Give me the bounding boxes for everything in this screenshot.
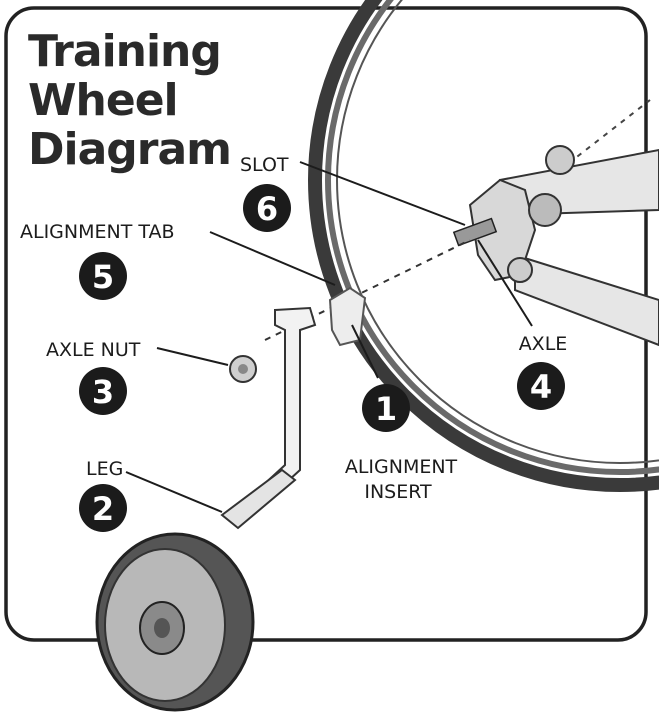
callout-label-slot: SLOT	[240, 154, 289, 176]
bicycle-wheel	[308, 0, 659, 492]
callout-badge-alignment-insert	[362, 384, 410, 432]
callout-label-alignment-tab: ALIGNMENT TAB	[20, 221, 175, 243]
leader-lines	[125, 161, 533, 513]
callout-badge-alignment-tab	[79, 252, 127, 300]
alignment-insert-leader	[351, 324, 379, 379]
callout-number-axle-nut: 3	[92, 373, 114, 411]
callout-badge-slot	[243, 184, 291, 232]
callout-label-alignment-insert-line-1: ALIGNMENT	[345, 456, 458, 478]
leg-leader	[125, 471, 223, 513]
callout-label-leg: LEG	[86, 458, 123, 480]
callout-badge-axle	[517, 362, 565, 410]
alignment-tab-leader	[209, 231, 336, 286]
callout-number-leg: 2	[92, 490, 114, 528]
leg-lower-arm	[220, 468, 297, 530]
training-wheel	[95, 532, 255, 712]
callout-axle: AXLE 4	[510, 330, 576, 410]
callout-number-alignment-tab: 5	[92, 258, 114, 296]
alignment-insert-part	[328, 286, 367, 347]
bike-frame	[452, 145, 659, 347]
slot-leader	[299, 161, 466, 226]
callout-axle-nut: AXLE NUT 3	[46, 339, 141, 415]
axle-nut-part	[229, 355, 257, 383]
callout-label-axle-nut: AXLE NUT	[46, 339, 141, 361]
axle-leader	[477, 239, 533, 327]
callout-alignment-insert: 1 ALIGNMENT INSERT	[345, 384, 458, 503]
callout-number-axle: 4	[530, 368, 552, 406]
title-line-3: Diagram	[28, 124, 231, 175]
diagram-title: Training Wheel Diagram	[28, 26, 232, 175]
callout-badge-leg	[79, 484, 127, 532]
callout-slot: SLOT 6	[240, 154, 291, 232]
callout-number-alignment-insert: 1	[375, 390, 397, 428]
title-line-2: Wheel	[28, 75, 178, 126]
callout-badge-axle-nut	[79, 367, 127, 415]
callout-alignment-tab: ALIGNMENT TAB 5	[20, 221, 175, 300]
callout-label-axle: AXLE	[519, 333, 568, 355]
title-line-1: Training	[28, 26, 221, 77]
callout-number-slot: 6	[256, 190, 278, 228]
callout-label-alignment-insert-line-2: INSERT	[364, 481, 432, 503]
axle-nut-leader	[156, 347, 229, 366]
callout-leg: LEG 2	[79, 458, 127, 532]
